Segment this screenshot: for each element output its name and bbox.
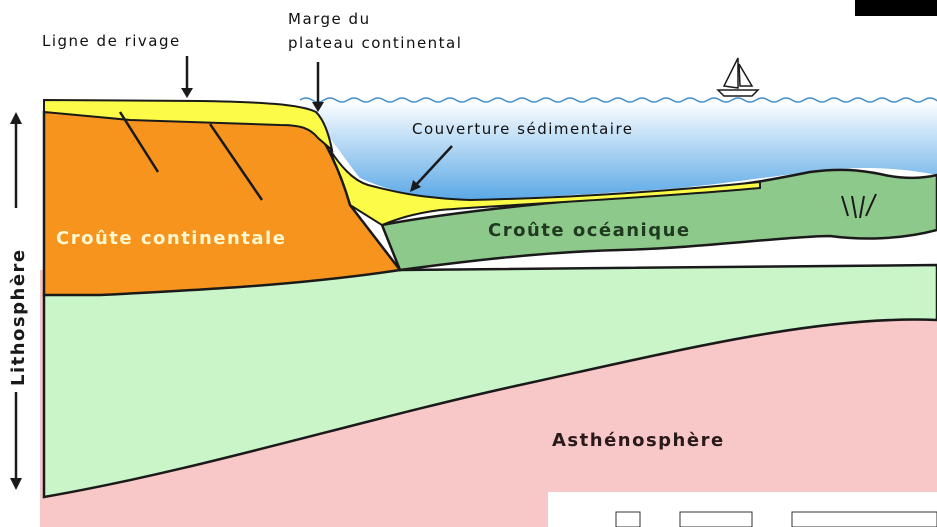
arrow-down-icon: [312, 62, 324, 112]
overlay-box-2: [680, 512, 752, 527]
overlay-box-3: [792, 512, 937, 527]
continental-crust-label: Croûte continentale: [56, 228, 286, 249]
shelf-margin-label-line1: Marge du: [288, 10, 371, 28]
sediment-cover-label: Couverture sédimentaire: [412, 120, 634, 138]
oceanic-crust-label: Croûte océanique: [488, 220, 691, 241]
arrow-down-icon: [181, 56, 193, 98]
asthenosphere-label: Asthénosphère: [552, 430, 725, 451]
shelf-margin-label-line2: plateau continental: [288, 34, 462, 52]
shoreline-label: Ligne de rivage: [42, 32, 181, 50]
lithosphere-label: Lithosphère: [8, 248, 29, 386]
overlay-box-1: [616, 512, 640, 527]
corner-block: [855, 0, 937, 16]
sailboat-icon: [718, 58, 758, 96]
